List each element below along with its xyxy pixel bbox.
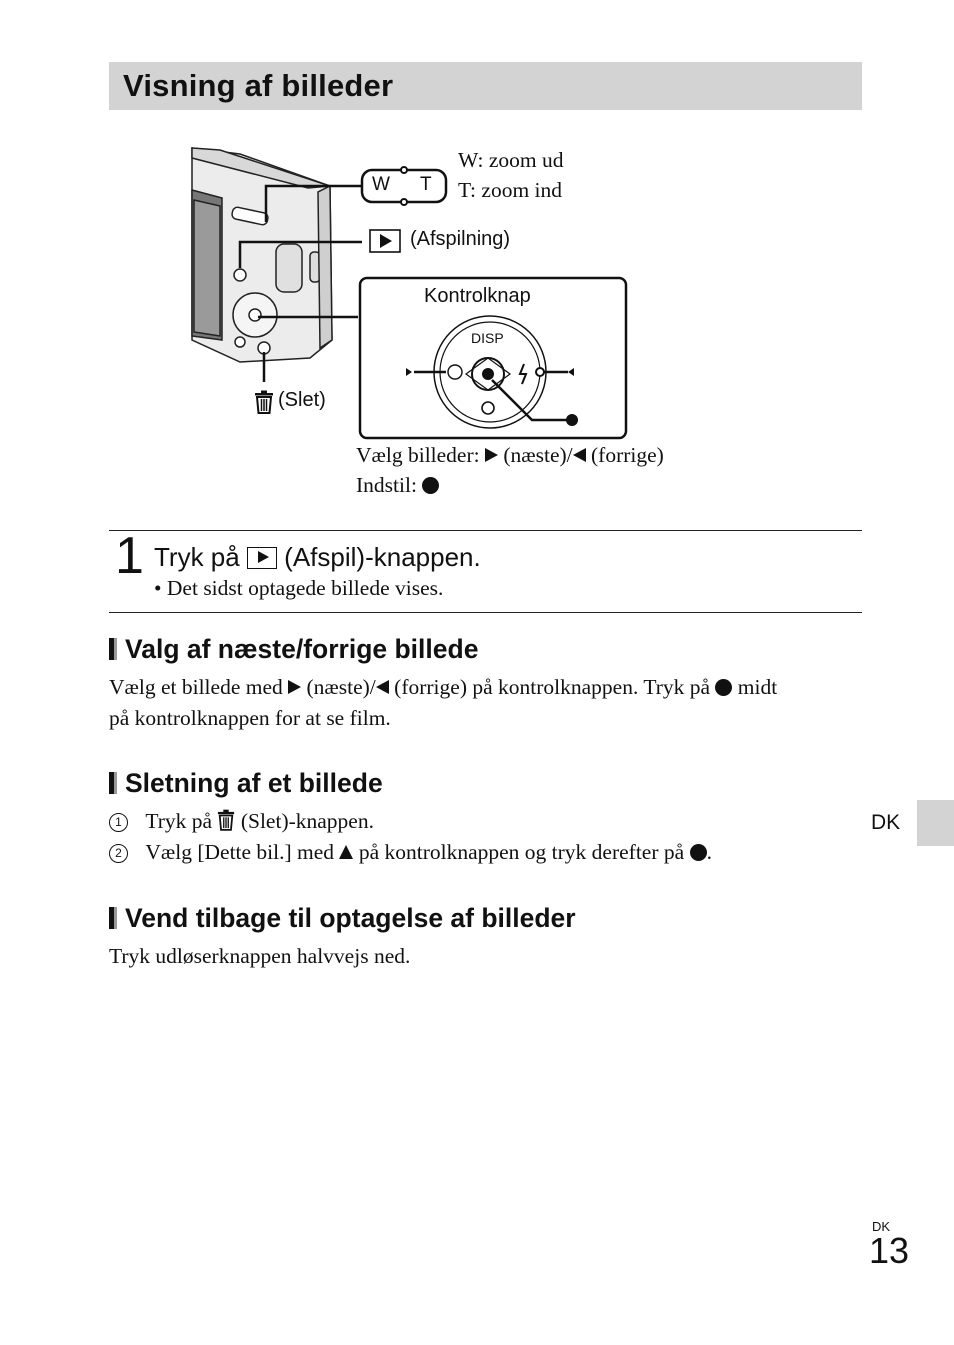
up-arrow-icon [339,845,354,859]
section-heading-text: Valg af næste/forrige billede [125,634,479,664]
select-prev: (forrige) [585,443,664,467]
circled-number: 2 [109,844,128,863]
trash-icon [254,390,274,416]
text-run: på kontrolknappen og tryk derefter på [353,840,690,864]
section-heading-text: Sletning af et billede [125,768,383,798]
playback-button-icon [369,229,401,253]
list-item: 2 Vælg [Dette bil.] med på kontrolknappe… [109,837,712,868]
camera-figure: W T W: zoom ud T: zoom ind (Afspilning) … [180,140,740,510]
select-next: (næste)/ [497,443,573,467]
title-bar: Visning af billeder [109,62,862,110]
center-button-icon [422,477,440,494]
set-label: Indstil: [356,473,423,497]
zoom-t-label: T: zoom ind [458,178,563,202]
section-heading-next-prev: Valg af næste/forrige billede [109,634,478,665]
section-delete-list: 1 Tryk på (Slet)-knappen. 2 Vælg [Dette … [109,806,712,868]
page-number: 13 [869,1230,910,1271]
zoom-t-letter: T [420,174,432,195]
side-tab [917,800,954,846]
trash-icon [218,809,235,831]
center-button-icon [689,844,707,861]
text-run: midt [732,675,778,699]
heading-marker-icon [109,907,117,929]
section-return-text: Tryk udløserknappen halvvejs ned. [109,944,411,968]
page-language: DK [872,1219,891,1234]
section-heading-delete: Sletning af et billede [109,768,383,799]
page-title: Visning af billeder [123,68,394,103]
prev-arrow-icon [375,680,389,694]
step-title-suffix: (Afspil)-knappen. [276,542,481,572]
next-arrow-icon [288,680,302,694]
prev-arrow-icon [572,448,586,462]
heading-marker-icon [109,772,117,794]
playback-label: (Afspilning) [410,228,511,250]
heading-marker-icon [109,638,117,660]
set-caption: Indstil: [356,473,440,498]
camera-illustration [191,147,628,440]
section-next-prev-text: Vælg et billede med (næste)/ (forrige) p… [109,672,777,734]
center-button-icon [715,679,733,696]
text-run: Vælg [Dette bil.] med [145,840,340,864]
text-run: . [706,840,712,864]
slet-label: (Slet) [278,389,326,411]
step-bottom-rule [109,612,862,613]
control-button-label: Kontrolknap [424,285,531,307]
text-run: (forrige) på kontrolknappen. Tryk på [388,675,716,699]
select-images-caption: Vælg billeder: (næste)/ (forrige) [356,443,664,468]
zoom-lever-icon [360,166,448,206]
text-run: (Slet)-knappen. [235,809,374,833]
text-run: (næste)/ [301,675,376,699]
step-note: • Det sidst optagede billede vises. [154,576,444,600]
text-run: Vælg et billede med [109,675,289,699]
step-title: Tryk på (Afspil)-knappen. [154,542,481,573]
text-run: Tryk på [145,809,218,833]
playback-icon [246,547,277,569]
step-title-prefix: Tryk på [154,542,247,572]
section-heading-text: Vend tilbage til optagelse af billeder [125,903,576,933]
select-prefix: Vælg billeder: [356,443,485,467]
zoom-w-label: W: zoom ud [458,148,564,172]
camera-body [191,147,333,363]
step-number: 1 [115,527,144,585]
control-wheel-detail [358,276,628,440]
text-line: på kontrolknappen for at se film. [109,706,391,730]
section-heading-return: Vend tilbage til optagelse af billeder [109,903,576,934]
step-top-rule [109,530,862,531]
next-arrow-icon [484,448,498,462]
list-item: 1 Tryk på (Slet)-knappen. [109,806,712,837]
disp-label: DISP [471,330,504,346]
side-tab-label: DK [871,811,901,834]
circled-number: 1 [109,813,128,832]
zoom-w-letter: W [372,174,390,195]
